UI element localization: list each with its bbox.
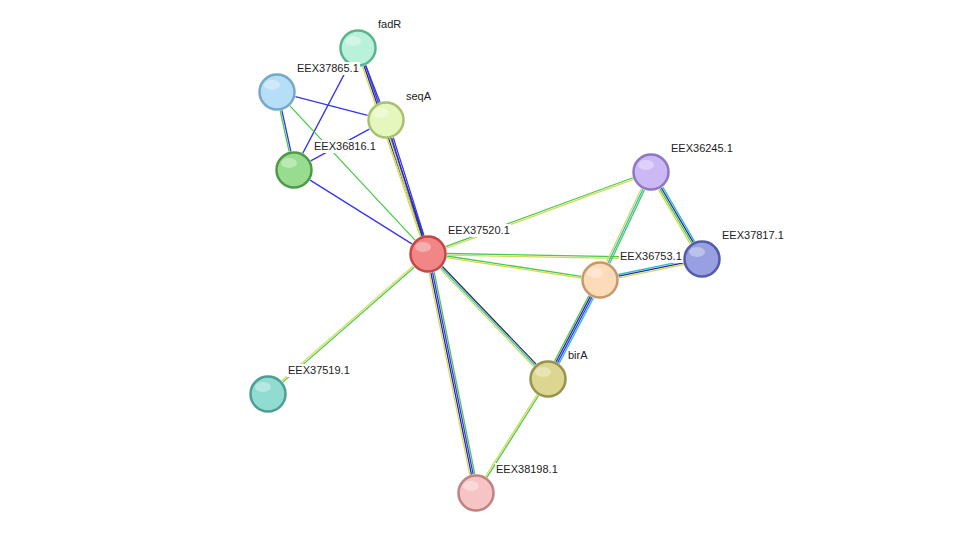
edge-stripe xyxy=(280,111,289,152)
edge-stripe xyxy=(556,296,590,361)
interaction-edge xyxy=(440,267,536,367)
interaction-edge xyxy=(555,296,594,364)
edge-stripe xyxy=(282,110,291,151)
node-circle xyxy=(249,375,287,413)
protein-node: seqA xyxy=(367,101,405,139)
edge-stripe xyxy=(660,189,692,243)
node-label: EEX37520.1 xyxy=(447,224,511,237)
edge-stripe xyxy=(433,272,474,474)
node-highlight xyxy=(345,36,361,46)
edge-stripe xyxy=(295,97,367,116)
node-circle xyxy=(275,151,313,189)
node-circle xyxy=(409,235,447,273)
node-label: fadR xyxy=(377,18,402,31)
node-highlight xyxy=(463,481,479,491)
interaction-edge xyxy=(310,180,412,244)
interaction-edge xyxy=(618,261,683,278)
interaction-edge xyxy=(429,272,475,475)
edge-stripe xyxy=(446,178,633,247)
edge-stripe xyxy=(447,256,581,276)
edge-stripe xyxy=(283,267,414,382)
node-label: EEX37865.1 xyxy=(296,62,360,75)
node-disc xyxy=(341,31,376,66)
node-circle xyxy=(258,73,296,111)
node-disc xyxy=(260,75,295,110)
node-label: EEX36753.1 xyxy=(619,250,683,263)
node-disc xyxy=(583,263,618,298)
interaction-edge xyxy=(658,187,694,244)
node-circle xyxy=(457,474,495,512)
node-disc xyxy=(369,103,404,138)
edge-stripe xyxy=(618,261,683,274)
edge-stripe xyxy=(663,187,695,241)
interaction-edge xyxy=(447,256,582,278)
node-label: EEX38198.1 xyxy=(495,463,559,476)
edge-stripe xyxy=(442,267,536,365)
protein-node: EEX37520.1 xyxy=(409,235,447,273)
node-disc xyxy=(459,476,494,511)
node-highlight xyxy=(281,158,297,168)
node-disc xyxy=(277,153,312,188)
node-highlight xyxy=(638,160,654,170)
edge-stripe xyxy=(390,139,421,237)
node-circle xyxy=(683,240,721,278)
edge-stripe xyxy=(558,297,592,362)
interaction-edge xyxy=(446,178,634,248)
node-label: EEX36245.1 xyxy=(670,142,734,155)
node-label: EEX36816.1 xyxy=(313,140,377,153)
node-highlight xyxy=(415,242,431,252)
edge-stripe xyxy=(559,298,593,363)
edge-stripe xyxy=(310,180,412,244)
node-disc xyxy=(685,242,720,277)
edge-stripe xyxy=(429,273,470,475)
edge-stripe xyxy=(434,272,475,474)
edge-stripe xyxy=(447,258,581,278)
protein-node: EEX37519.1 xyxy=(249,375,287,413)
protein-node: birA xyxy=(529,360,567,398)
edge-stripe xyxy=(282,266,413,381)
node-circle xyxy=(529,360,567,398)
protein-node: EEX38198.1 xyxy=(457,474,495,512)
protein-node: EEX37865.1 xyxy=(258,73,296,111)
edge-stripe xyxy=(619,263,684,276)
node-disc xyxy=(251,377,286,412)
edge-stripe xyxy=(658,190,690,244)
node-disc xyxy=(634,155,669,190)
protein-node: EEX36816.1 xyxy=(275,151,313,189)
node-highlight xyxy=(689,247,705,257)
interaction-edge xyxy=(295,97,367,116)
edge-stripe xyxy=(661,188,693,242)
node-circle xyxy=(367,101,405,139)
node-label: birA xyxy=(567,349,589,362)
edge-stripe xyxy=(446,179,633,248)
edge-stripe xyxy=(431,273,472,475)
node-label: EEX37817.1 xyxy=(721,229,785,242)
node-disc xyxy=(531,362,566,397)
edge-stripe xyxy=(392,138,423,236)
edge-stripe xyxy=(393,138,424,236)
node-highlight xyxy=(373,108,389,118)
node-circle xyxy=(632,153,670,191)
node-label: EEX37519.1 xyxy=(287,364,351,377)
interaction-edge xyxy=(390,138,424,237)
edge-stripe xyxy=(440,269,534,367)
node-highlight xyxy=(264,80,280,90)
interaction-edge xyxy=(280,110,291,151)
protein-node: EEX36753.1 xyxy=(581,261,619,299)
edge-stripe xyxy=(619,264,684,277)
interaction-edge xyxy=(282,266,415,382)
node-highlight xyxy=(587,268,603,278)
node-disc xyxy=(411,237,446,272)
protein-node: EEX36245.1 xyxy=(632,153,670,191)
node-highlight xyxy=(535,367,551,377)
protein-node: EEX37817.1 xyxy=(683,240,721,278)
node-label: seqA xyxy=(405,90,432,103)
node-circle xyxy=(581,261,619,299)
node-highlight xyxy=(255,382,271,392)
edge-stripe xyxy=(441,268,535,366)
